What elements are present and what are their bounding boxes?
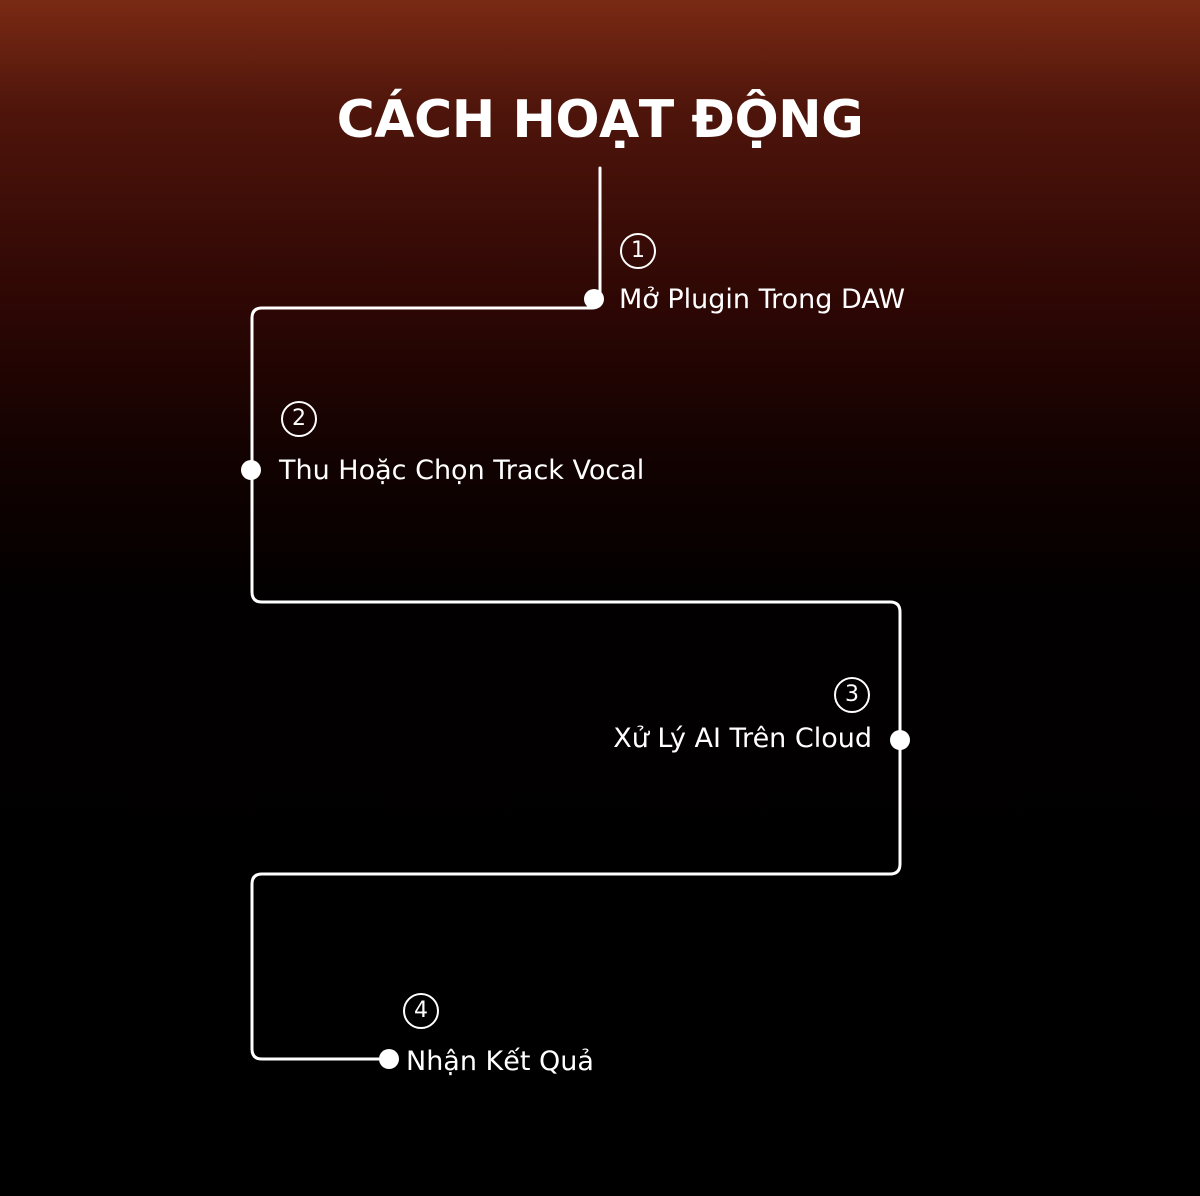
page-title: CÁCH HOẠT ĐỘNG <box>336 90 864 150</box>
step-1-dot <box>584 289 604 309</box>
flow-connector-line <box>250 166 902 1061</box>
step-3-dot <box>890 730 910 750</box>
step-4-number-badge: 4 <box>403 993 439 1029</box>
step-1-number-badge: 1 <box>620 233 656 269</box>
step-1-label: Mở Plugin Trong DAW <box>619 284 906 315</box>
step-2-dot <box>241 460 261 480</box>
step-3-label: Xử Lý AI Trên Cloud <box>613 723 872 754</box>
step-2-number-badge: 2 <box>281 401 317 437</box>
step-4-label: Nhận Kết Quả <box>406 1046 594 1077</box>
step-4-dot <box>379 1049 399 1069</box>
step-2-label: Thu Hoặc Chọn Track Vocal <box>279 455 645 486</box>
step-3-number-badge: 3 <box>834 677 870 713</box>
